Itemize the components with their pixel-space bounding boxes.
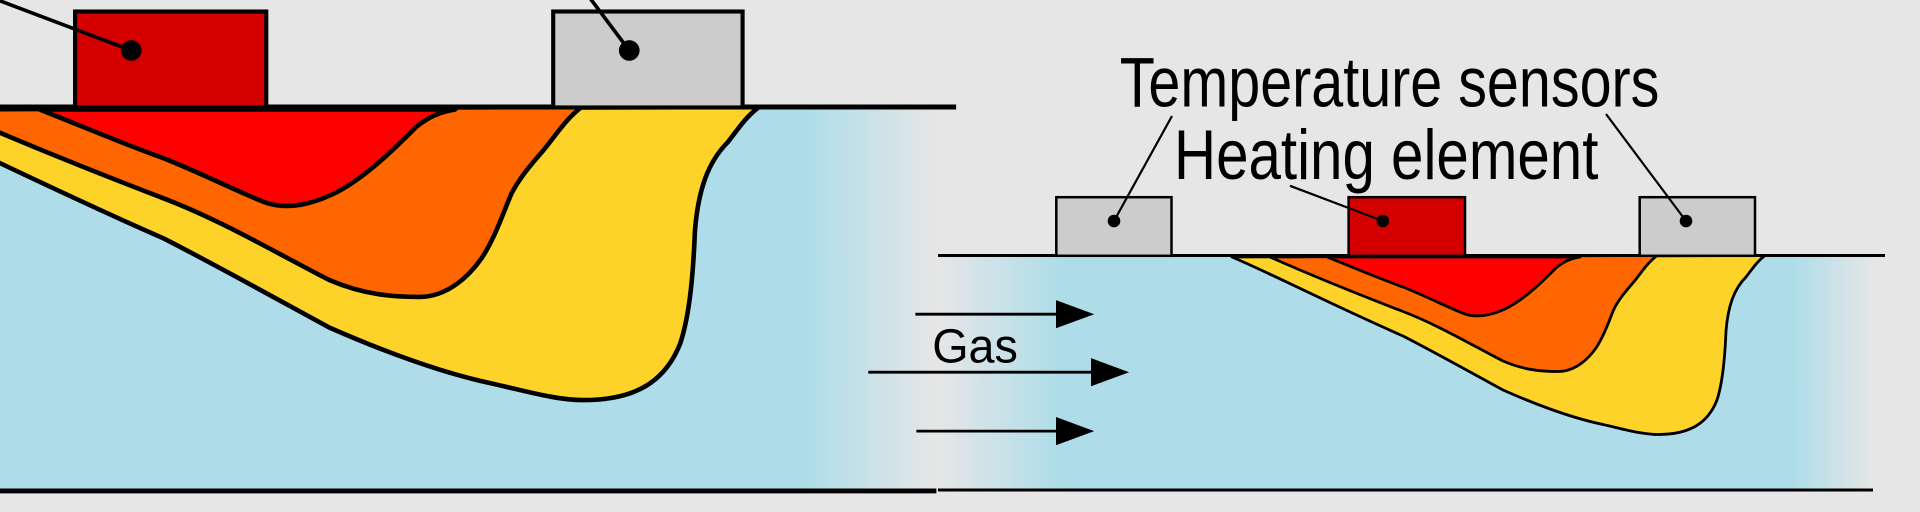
svg-text:Gas: Gas bbox=[932, 319, 1018, 373]
svg-text:Temperature sensors: Temperature sensors bbox=[1120, 42, 1660, 121]
svg-text:Heating element: Heating element bbox=[1174, 115, 1599, 194]
